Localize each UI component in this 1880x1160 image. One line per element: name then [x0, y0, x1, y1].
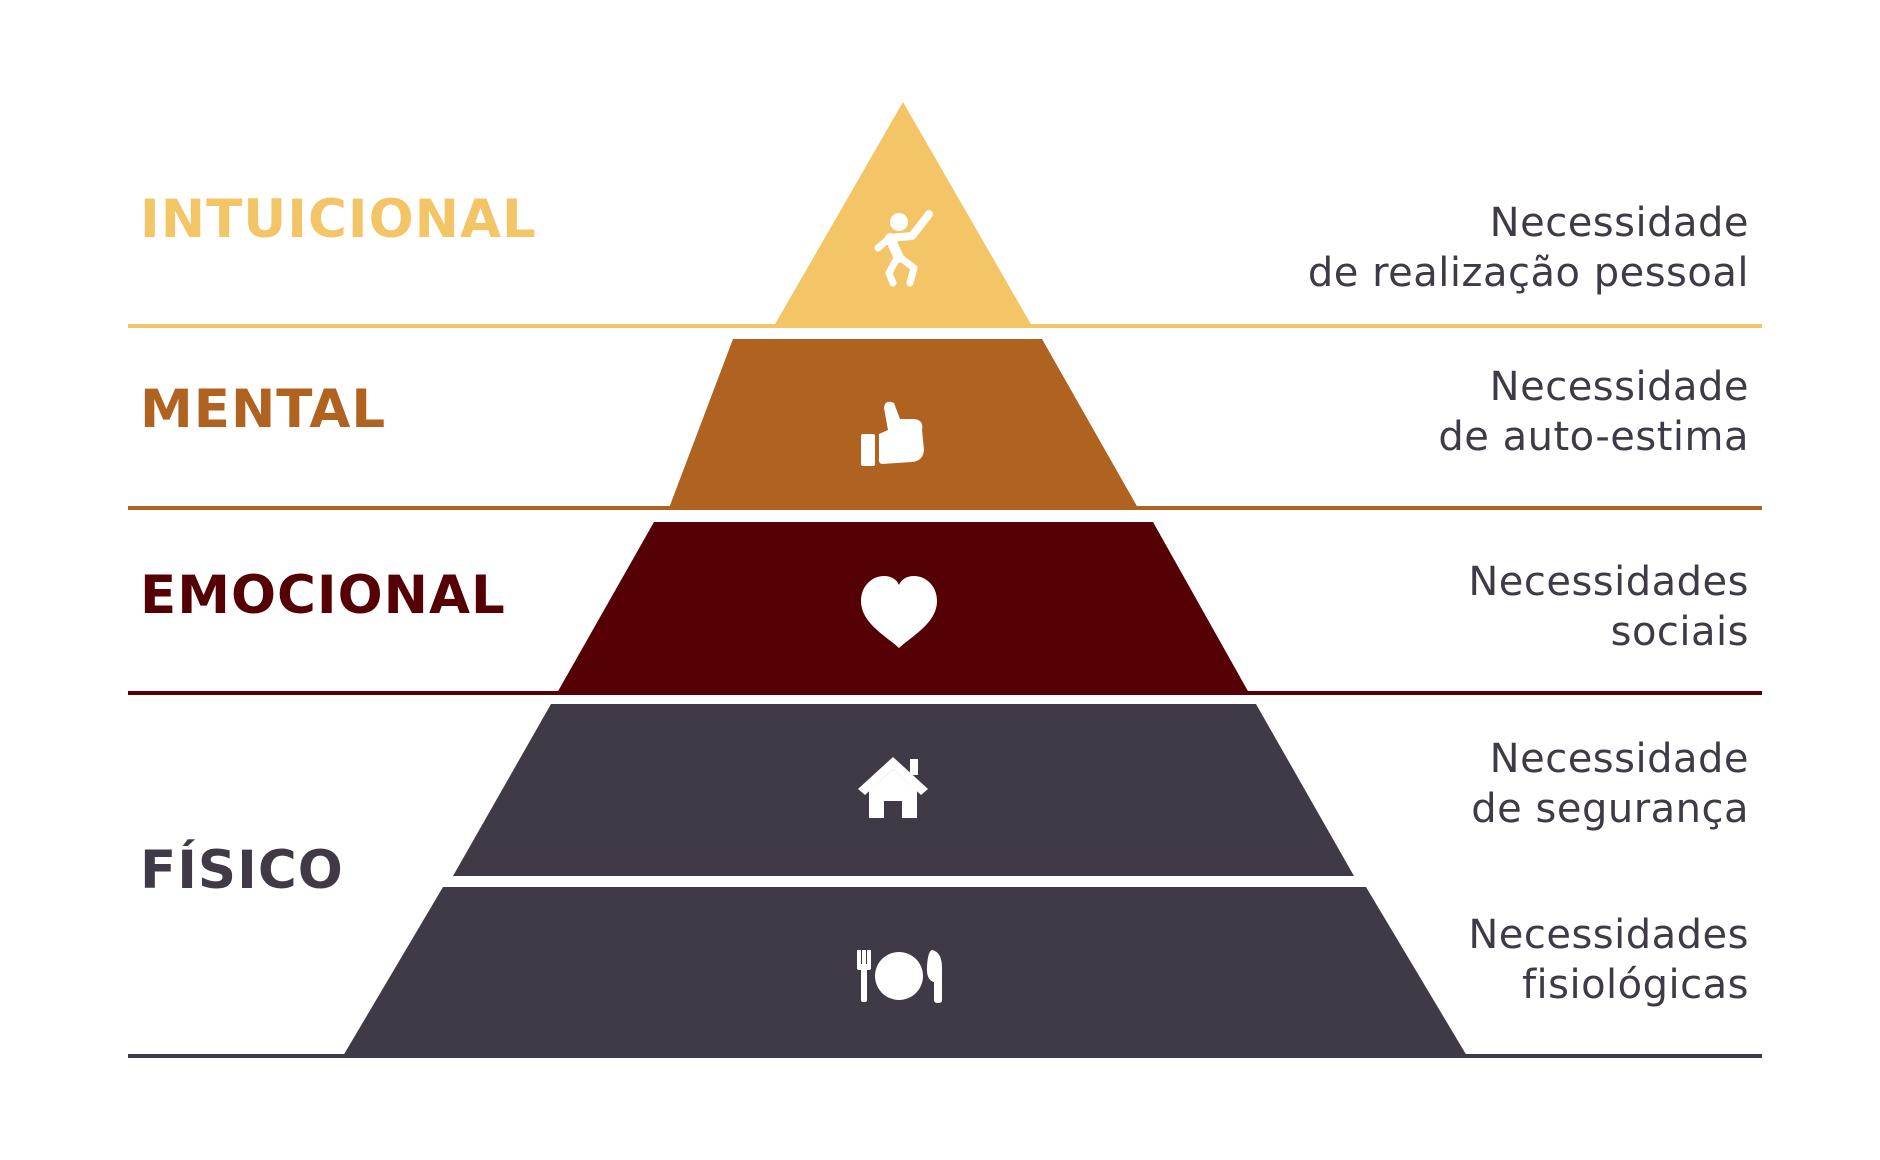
need-label-safety-line1: Necessidade	[1490, 736, 1749, 782]
need-label-physiological-line1: Necessidades	[1468, 912, 1749, 958]
thumbs-up-icon	[861, 401, 924, 466]
need-label-self-actualization-line2: de realização pessoal	[1308, 250, 1749, 296]
category-label-physical: FÍSICO	[140, 838, 344, 901]
need-label-social-line1: Necessidades	[1468, 559, 1749, 605]
person-celebrating-icon	[874, 210, 933, 287]
need-label-esteem-line1: Necessidade	[1490, 364, 1749, 410]
need-label-self-actualization-line1: Necessidade	[1490, 200, 1749, 246]
need-label-safety-line2: de segurança	[1471, 786, 1749, 832]
plate-cutlery-icon	[857, 950, 942, 1003]
need-label-social-line2: sociais	[1611, 609, 1749, 655]
need-label-esteem-line2: de auto-estima	[1438, 414, 1749, 460]
category-label-emotional: EMOCIONAL	[140, 565, 506, 626]
category-label-mental: MENTAL	[140, 379, 386, 440]
need-label-physiological-line2: fisiológicas	[1522, 962, 1749, 1008]
heart-icon	[861, 576, 937, 648]
house-icon	[858, 757, 928, 818]
category-label-intuitive: INTUICIONAL	[140, 189, 537, 250]
